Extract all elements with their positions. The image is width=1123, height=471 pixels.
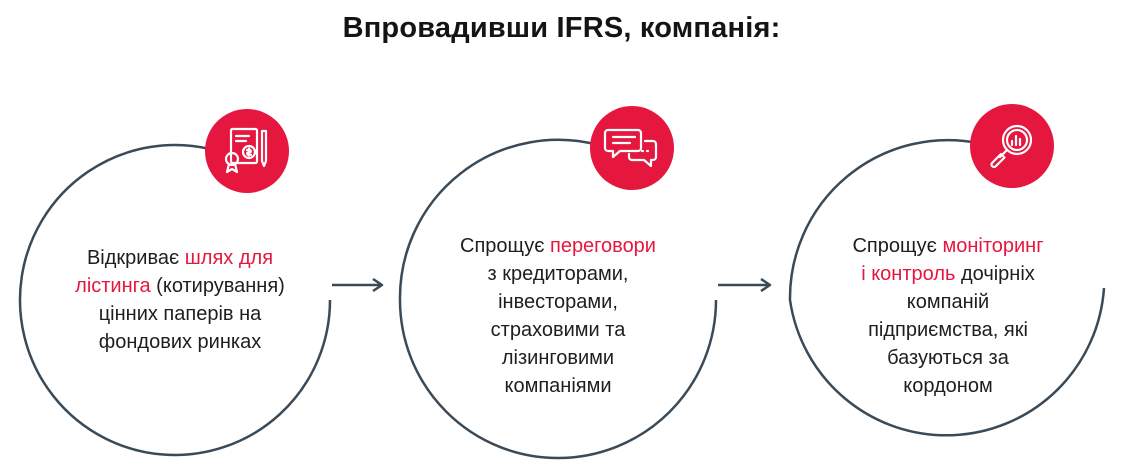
text-segment: Спрощує (460, 235, 550, 257)
text-segment: інвесторами, (498, 291, 618, 313)
text-segment: лізинговими (501, 347, 615, 369)
card-2-text: Спрощує переговори з кредиторами, інвестор… (413, 232, 703, 400)
card-text-line: підприємства, які (803, 316, 1093, 344)
text-segment: (котирування) (150, 275, 285, 297)
text-segment: підприємства, які (868, 319, 1028, 341)
arrow-2 (718, 277, 772, 293)
chat-bubbles-icon (590, 106, 674, 190)
text-segment: компаніями (504, 375, 612, 397)
text-segment: базуються за (887, 347, 1009, 369)
text-segment: дочірніх (955, 263, 1035, 285)
card-text-line: з кредиторами, (413, 260, 703, 288)
card-text-line: кордоном (803, 372, 1093, 400)
text-segment: Відкриває (86, 247, 185, 269)
highlighted-phrase: шлях для (184, 247, 274, 269)
text-segment: кордоном (903, 375, 993, 397)
card-text-line: Спрощує моніторинг (803, 232, 1093, 260)
text-segment: фондових ринках (98, 331, 262, 353)
card-text-line: компаніями (413, 372, 703, 400)
card-text-line: Відкриває шлях для (40, 244, 320, 272)
card-text-line: страховими та (413, 316, 703, 344)
card-text-line: інвесторами, (413, 288, 703, 316)
highlighted-phrase: і контроль (861, 263, 956, 285)
highlighted-phrase: переговори (549, 235, 656, 257)
arrow-1 (332, 277, 384, 293)
text-segment: цінних паперів на (98, 303, 262, 325)
card-text-line: фондових ринках (40, 328, 320, 356)
card-text-line: базуються за (803, 344, 1093, 372)
text-segment: страховими та (490, 319, 626, 341)
card-text-line: цінних паперів на (40, 300, 320, 328)
magnifier-chart-icon (970, 104, 1054, 188)
card-text-line: лізинговими (413, 344, 703, 372)
circle-outline-3 (788, 138, 1106, 437)
circle-outline-2 (398, 138, 718, 460)
page-title: Впровадивши IFRS, компанія: (342, 12, 781, 44)
circle-outline-1 (18, 143, 332, 457)
card-text-line: Спрощує переговори (413, 232, 703, 260)
text-segment: з кредиторами, (487, 263, 629, 285)
highlighted-phrase: моніторинг (942, 235, 1044, 257)
text-segment: компаній (906, 291, 990, 313)
card-text-line: і контроль дочірніх (803, 260, 1093, 288)
card-text-line: лістинга (котирування) (40, 272, 320, 300)
highlighted-phrase: лістинга (75, 275, 151, 297)
text-segment: Спрощує (852, 235, 943, 257)
document-certificate-icon (205, 109, 289, 193)
card-text-line: компаній (803, 288, 1093, 316)
